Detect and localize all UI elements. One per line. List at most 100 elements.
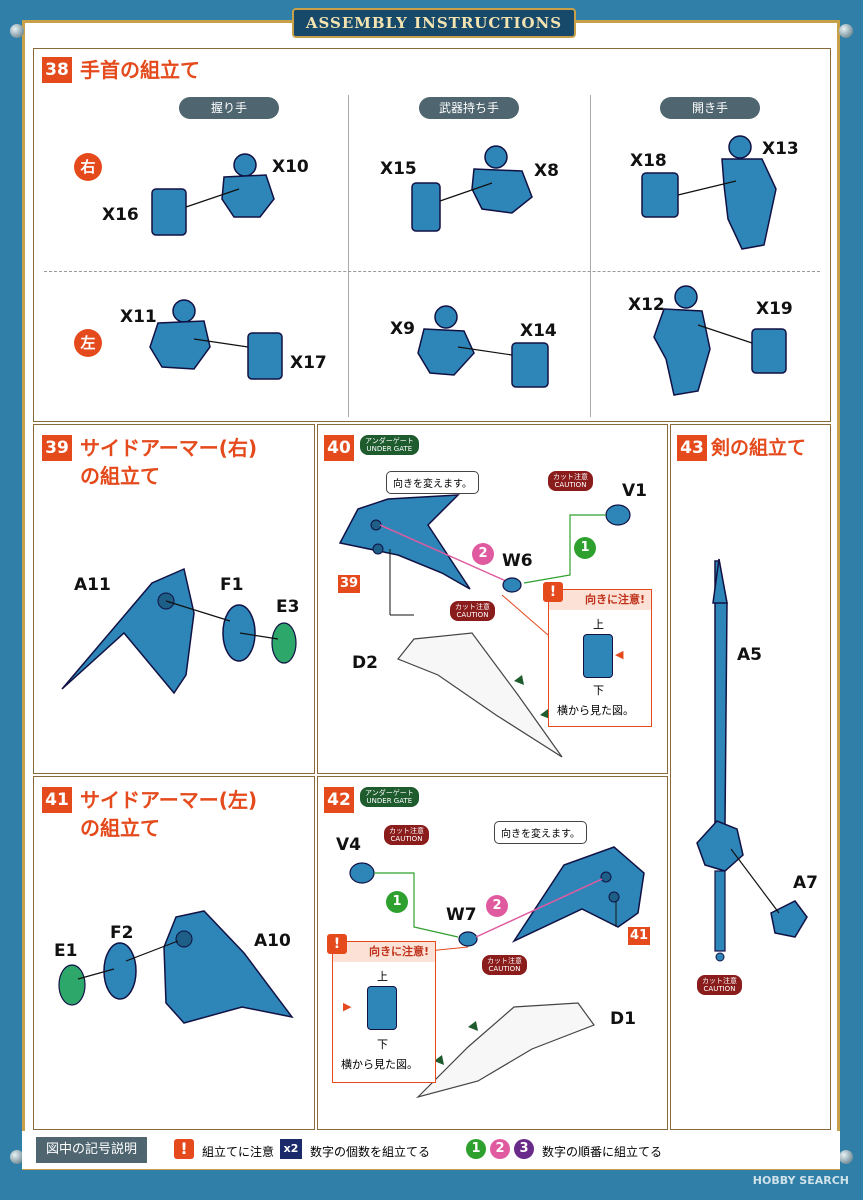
step-title-line2: の組立て (80, 816, 160, 840)
part-label: F2 (110, 923, 134, 943)
caution-jp: カット注意 (389, 827, 424, 835)
under-gate-badge: アンダーゲート UNDER GATE (360, 787, 419, 807)
orientation-note: 向きに注意! ! 上 ▶ 下 横から見た図。 (327, 934, 436, 1083)
part-label: A11 (74, 575, 111, 595)
part-label: X16 (102, 205, 139, 225)
step-number: 39 (42, 435, 72, 461)
symbol-legend: 図中の記号説明 ! 組立てに注意 x2 数字の個数を組立てる 1 2 3 数字の… (22, 1131, 840, 1169)
order-number-1: 1 (466, 1139, 486, 1159)
step-title: サイドアーマー(左) (80, 788, 258, 812)
part-label: X13 (762, 139, 799, 159)
step-title-line2: の組立て (80, 464, 160, 488)
note-title: 向きに注意! (333, 942, 435, 962)
rivet-icon (10, 1150, 24, 1164)
orientation-part-icon (583, 634, 613, 678)
multiplier-badge: x2 (280, 1139, 302, 1159)
step-title: サイドアーマー(右) (80, 436, 258, 460)
caution-jp: カット注意 (455, 603, 490, 611)
exclamation-icon: ! (327, 934, 347, 954)
step-number: 40 (324, 435, 354, 461)
reference-step-badge: 41 (628, 927, 650, 945)
rivet-icon (839, 1150, 853, 1164)
order-number-3: 3 (514, 1139, 534, 1159)
note-bottom-label: 下 (593, 684, 604, 697)
part-label: D2 (352, 653, 378, 673)
step-number: 41 (42, 787, 72, 813)
step-number: 38 (42, 57, 72, 83)
step-40-panel: 40 アンダーゲート UNDER GATE 向きを変えます。 カット注意 CAU… (317, 424, 668, 774)
orientation-note: 向きに注意! ! 上 ◀ 下 横から見た図。 (543, 582, 652, 727)
under-gate-jp: アンダーゲート (365, 789, 414, 797)
part-label: X18 (630, 151, 667, 171)
caution-en: CAUTION (703, 985, 736, 993)
part-label: A7 (793, 873, 818, 893)
step-39-illustration (61, 567, 297, 695)
part-label: E3 (276, 597, 300, 617)
order-number-1: 1 (574, 537, 596, 559)
part-label: A10 (254, 931, 291, 951)
reference-step-badge: 39 (338, 575, 360, 593)
step-43-illustration (696, 558, 808, 962)
part-label: X19 (756, 299, 793, 319)
caution-en: CAUTION (390, 835, 423, 843)
page-title: ASSEMBLY INSTRUCTIONS (292, 8, 576, 38)
arrow-right-icon: ▶ (343, 1000, 352, 1013)
part-label: X11 (120, 307, 157, 327)
part-label: X12 (628, 295, 665, 315)
step-40-illustration (338, 494, 631, 758)
caution-en: CAUTION (456, 611, 489, 619)
step-43-panel: 43 剣の組立て A5 A7 カット注意 CAUTION (670, 424, 831, 1130)
part-label: X17 (290, 353, 327, 373)
part-label: E1 (54, 941, 78, 961)
column-divider (348, 95, 349, 417)
part-label: X14 (520, 321, 557, 341)
part-label: V1 (622, 481, 647, 501)
caution-jp: カット注意 (553, 473, 588, 481)
step-38-panel: 38 手首の組立て 握り手 武器持ち手 開き手 右 左 (33, 48, 831, 422)
under-gate-badge: アンダーゲート UNDER GATE (360, 435, 419, 455)
caution-badge: カット注意 CAUTION (697, 975, 742, 995)
step-39-panel: 39 サイドアーマー(右) の組立て A11 F1 E3 (33, 424, 315, 774)
step-42-illustration (349, 846, 645, 1099)
part-label: V4 (336, 835, 361, 855)
order-number-2: 2 (490, 1139, 510, 1159)
caution-en: CAUTION (488, 965, 521, 973)
under-gate-jp: アンダーゲート (365, 437, 414, 445)
part-label: D1 (610, 1009, 636, 1029)
note-caption: 横から見た図。 (557, 704, 634, 717)
caution-badge: カット注意 CAUTION (548, 471, 593, 491)
caution-badge: カット注意 CAUTION (384, 825, 429, 845)
step-number: 43 (677, 435, 707, 461)
step-42-panel: 42 アンダーゲート UNDER GATE カット注意 CAUTION 向きを変… (317, 776, 668, 1130)
note-top-label: 上 (593, 618, 604, 631)
part-label: F1 (220, 575, 244, 595)
caution-badge: カット注意 CAUTION (482, 955, 527, 975)
step-title: 手首の組立て (80, 58, 200, 82)
legend-item-count: 数字の個数を組立てる (310, 1145, 431, 1159)
row-divider (44, 271, 820, 272)
caution-badge: カット注意 CAUTION (450, 601, 495, 621)
part-label: X10 (272, 157, 309, 177)
note-title: 向きに注意! (549, 590, 651, 610)
order-number-2: 2 (486, 895, 508, 917)
legend-title: 図中の記号説明 (36, 1137, 148, 1163)
rivet-icon (10, 24, 24, 38)
note-caption: 横から見た図。 (341, 1058, 418, 1071)
exclamation-icon: ! (174, 1139, 194, 1159)
part-label: X9 (390, 319, 415, 339)
orientation-part-icon (367, 986, 397, 1030)
part-label: W6 (502, 551, 533, 571)
column-label-weapon: 武器持ち手 (419, 97, 519, 119)
step-41-panel: 41 サイドアーマー(左) の組立て E1 F2 A10 (33, 776, 315, 1130)
column-label-grip: 握り手 (179, 97, 279, 119)
part-label: X15 (380, 159, 417, 179)
step-number: 42 (324, 787, 354, 813)
order-number-2: 2 (472, 543, 494, 565)
rivet-icon (839, 24, 853, 38)
caution-jp: カット注意 (702, 977, 737, 985)
arrow-left-icon: ◀ (615, 648, 624, 661)
step-38-illustration (149, 135, 787, 396)
under-gate-en: UNDER GATE (366, 445, 413, 453)
column-divider (590, 95, 591, 417)
side-left-badge: 左 (74, 329, 102, 357)
